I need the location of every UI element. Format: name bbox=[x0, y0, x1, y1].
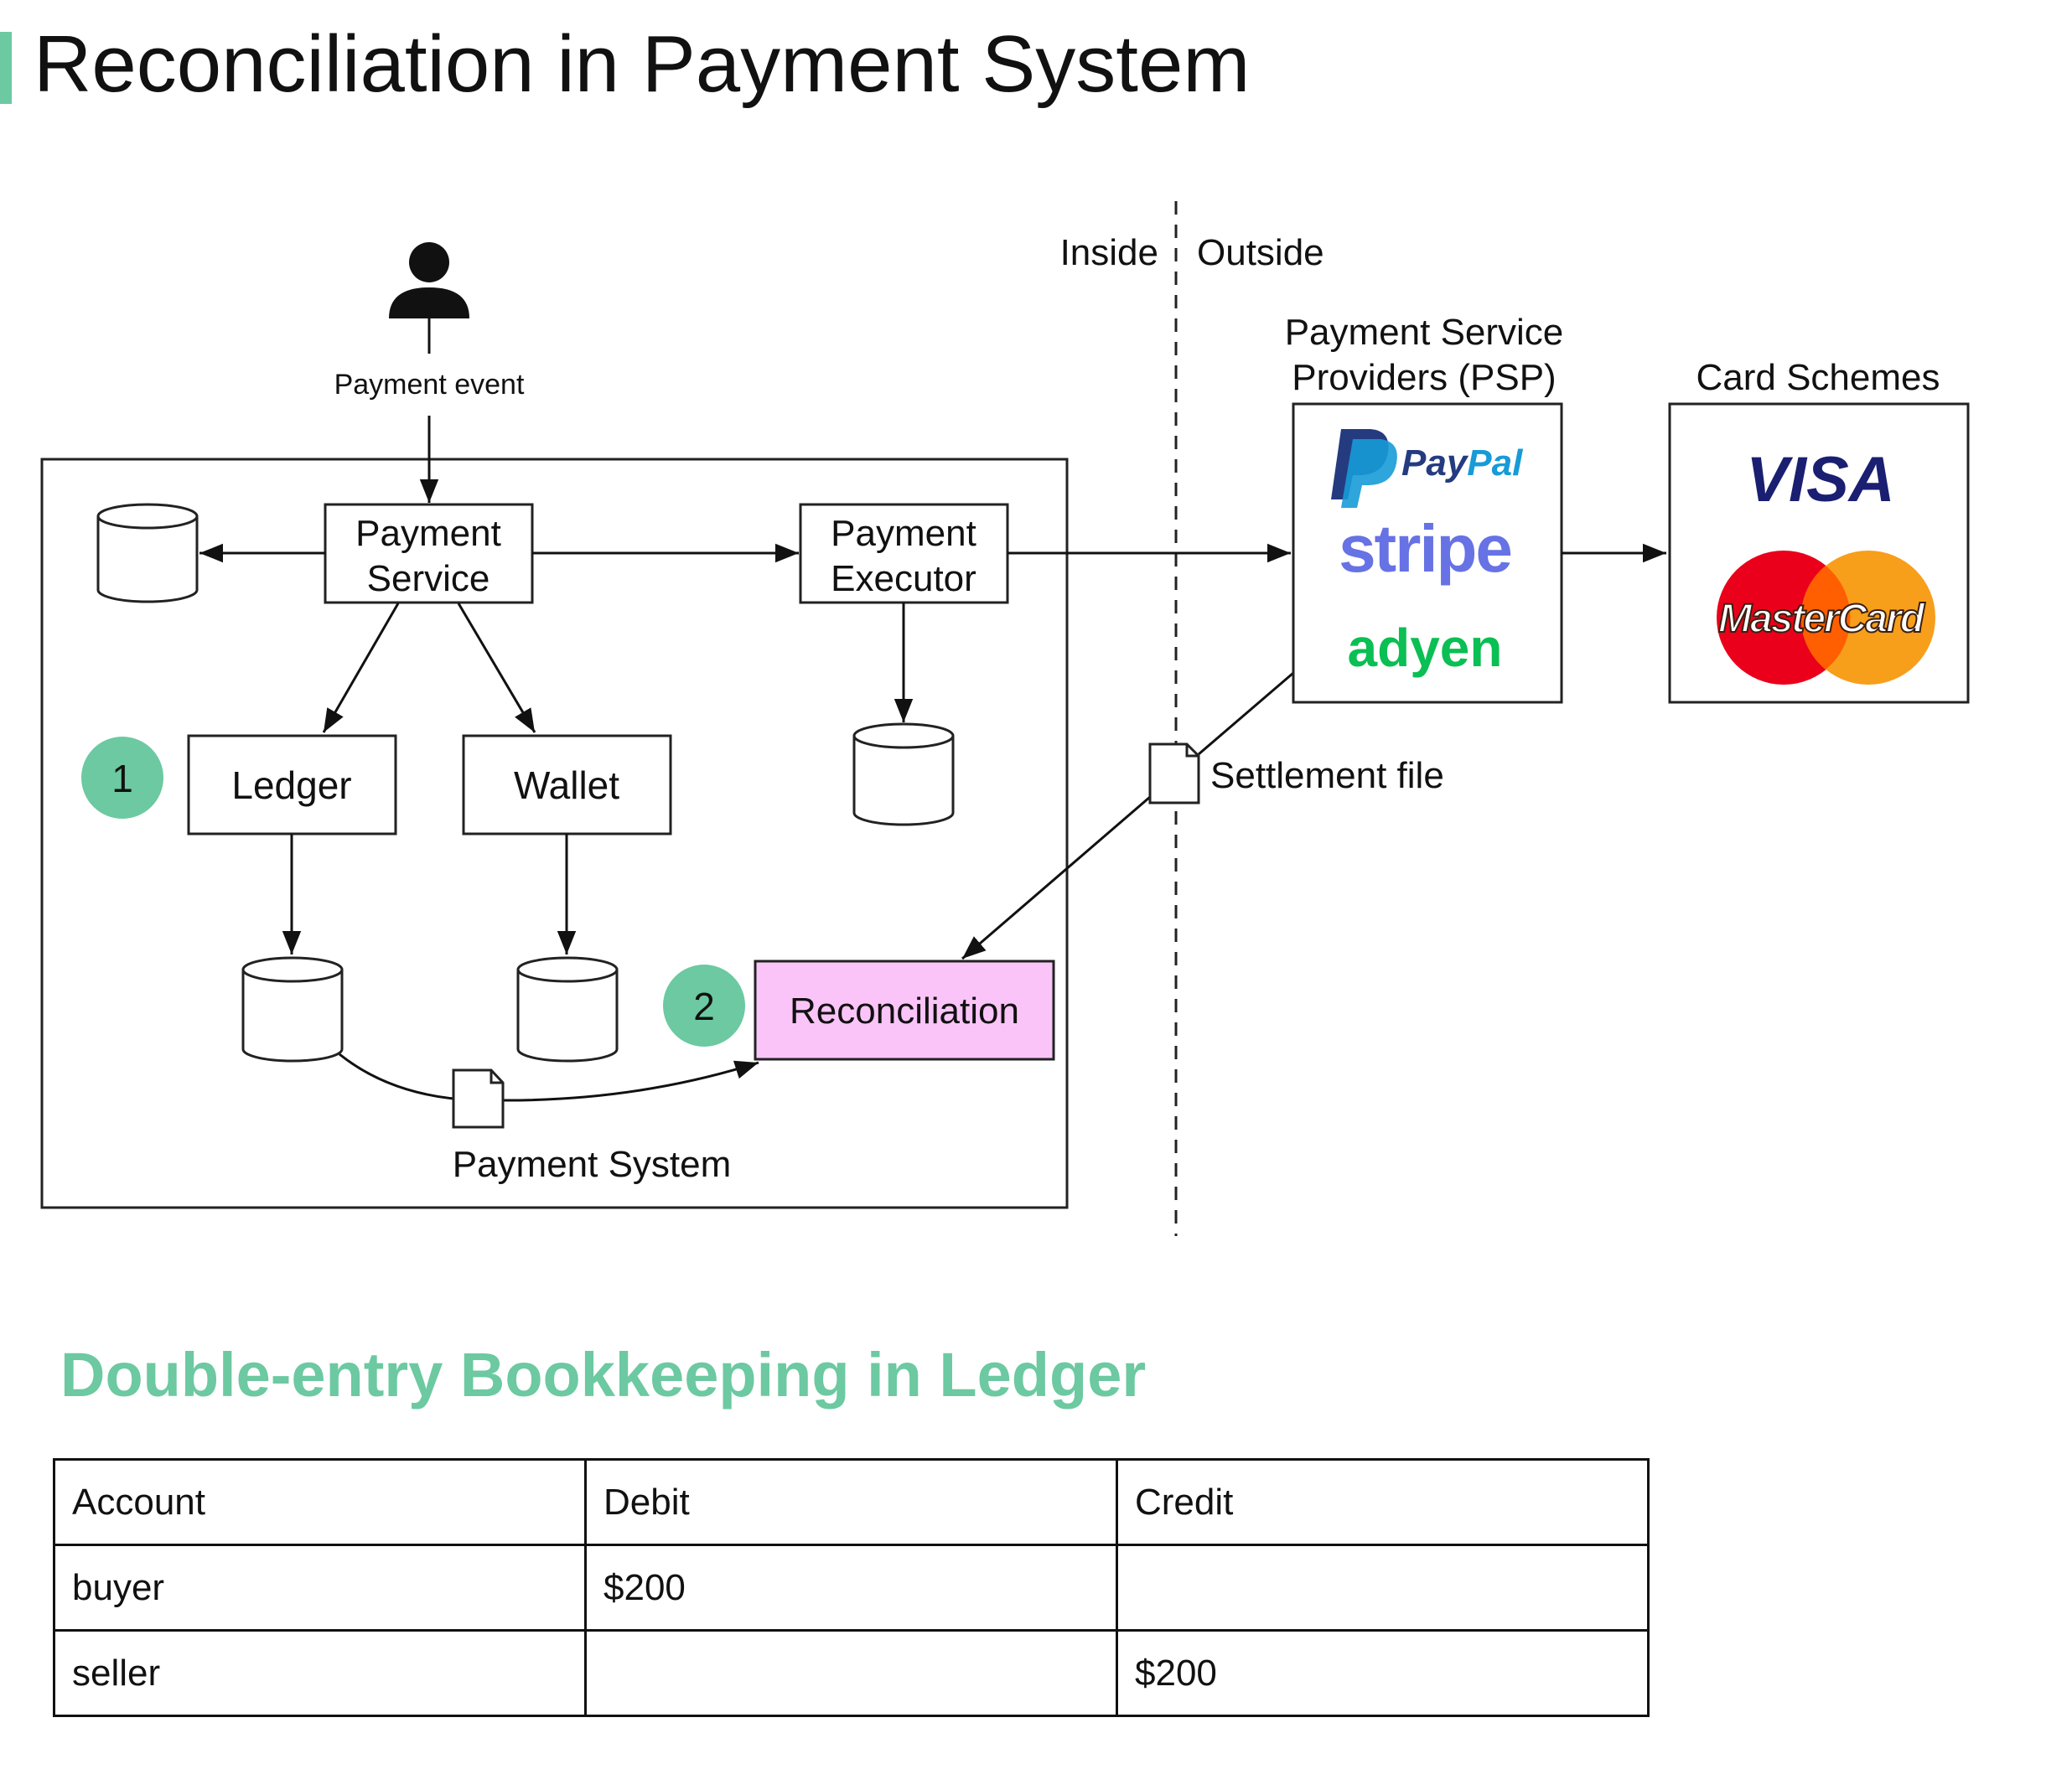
inside-label: Inside bbox=[1060, 232, 1158, 273]
executor-database bbox=[852, 722, 955, 826]
svg-text:Ledger: Ledger bbox=[231, 763, 351, 807]
payment-system-label: Payment System bbox=[453, 1144, 732, 1185]
svg-text:Wallet: Wallet bbox=[514, 763, 619, 807]
svg-text:PayPal: PayPal bbox=[1401, 442, 1523, 484]
ledger-file-icon bbox=[452, 1068, 505, 1129]
payment-event-label: Payment event bbox=[334, 369, 525, 401]
visa-logo: VISA bbox=[1746, 444, 1894, 515]
cell-debit bbox=[584, 1629, 1118, 1717]
cell-credit: $200 bbox=[1116, 1629, 1650, 1717]
cell-credit bbox=[1116, 1544, 1650, 1632]
table-row: buyer $200 bbox=[53, 1544, 1650, 1632]
title-accent-bar bbox=[0, 32, 12, 104]
header-debit: Debit bbox=[584, 1458, 1118, 1546]
svg-text:2: 2 bbox=[693, 985, 715, 1028]
adyen-logo: adyen bbox=[1348, 618, 1503, 678]
payment-service-database bbox=[96, 503, 199, 603]
wallet-box[interactable]: Wallet bbox=[462, 734, 672, 836]
payment-service-box[interactable]: Payment Service bbox=[324, 503, 534, 604]
service-to-wallet-arrow bbox=[457, 603, 536, 733]
svg-text:MasterCard: MasterCard bbox=[1718, 597, 1926, 641]
svg-text:Service: Service bbox=[367, 558, 490, 599]
stripe-logo: stripe bbox=[1339, 511, 1511, 586]
ledger-section-title: Double-entry Bookkeeping in Ledger bbox=[60, 1340, 1147, 1410]
payment-executor-box[interactable]: Payment Executor bbox=[799, 503, 1009, 604]
reconciliation-box[interactable]: Reconciliation bbox=[754, 960, 1055, 1061]
settlement-file-icon bbox=[1148, 742, 1200, 804]
header-account: Account bbox=[53, 1458, 587, 1546]
svg-text:Payment: Payment bbox=[831, 513, 976, 554]
ledger-table: Account Debit Credit buyer $200 seller $… bbox=[53, 1458, 1650, 1717]
psp-to-settlement-file-line bbox=[1198, 671, 1294, 756]
svg-text:1: 1 bbox=[111, 757, 133, 800]
table-header-row: Account Debit Credit bbox=[53, 1458, 1650, 1546]
svg-text:Reconciliation: Reconciliation bbox=[790, 991, 1019, 1032]
mastercard-logo: MasterCard bbox=[1717, 551, 1935, 685]
settlement-file-to-reconciliation-arrow bbox=[961, 795, 1151, 960]
badge-2: 2 bbox=[663, 965, 745, 1047]
cell-debit: $200 bbox=[584, 1544, 1118, 1632]
psp-title-line-1: Payment Service bbox=[1285, 312, 1564, 353]
cell-account: buyer bbox=[53, 1544, 587, 1632]
paypal-logo: PayPal bbox=[1331, 429, 1523, 508]
wallet-database bbox=[516, 956, 619, 1063]
outside-label: Outside bbox=[1197, 232, 1324, 273]
svg-text:Payment: Payment bbox=[355, 513, 501, 554]
psp-title-line-2: Providers (PSP) bbox=[1292, 357, 1556, 398]
ledger-box[interactable]: Ledger bbox=[187, 734, 397, 836]
payment-system-boundary bbox=[40, 458, 1069, 1209]
user-icon bbox=[389, 242, 469, 318]
header-credit: Credit bbox=[1116, 1458, 1650, 1546]
payment-reconciliation-diagram: Payment System Inside Outside Payment ev… bbox=[40, 201, 1970, 1236]
badge-1: 1 bbox=[81, 737, 163, 819]
ledger-file-to-reconciliation-arrow bbox=[500, 1060, 759, 1102]
cell-account: seller bbox=[53, 1629, 587, 1717]
settlement-file-label: Settlement file bbox=[1210, 755, 1444, 796]
table-row: seller $200 bbox=[53, 1629, 1650, 1717]
ledger-database bbox=[241, 956, 344, 1063]
page-title: Reconciliation in Payment System bbox=[34, 19, 1251, 109]
service-to-ledger-arrow bbox=[322, 603, 400, 733]
svg-text:Executor: Executor bbox=[831, 558, 976, 599]
card-schemes-title: Card Schemes bbox=[1696, 357, 1940, 398]
